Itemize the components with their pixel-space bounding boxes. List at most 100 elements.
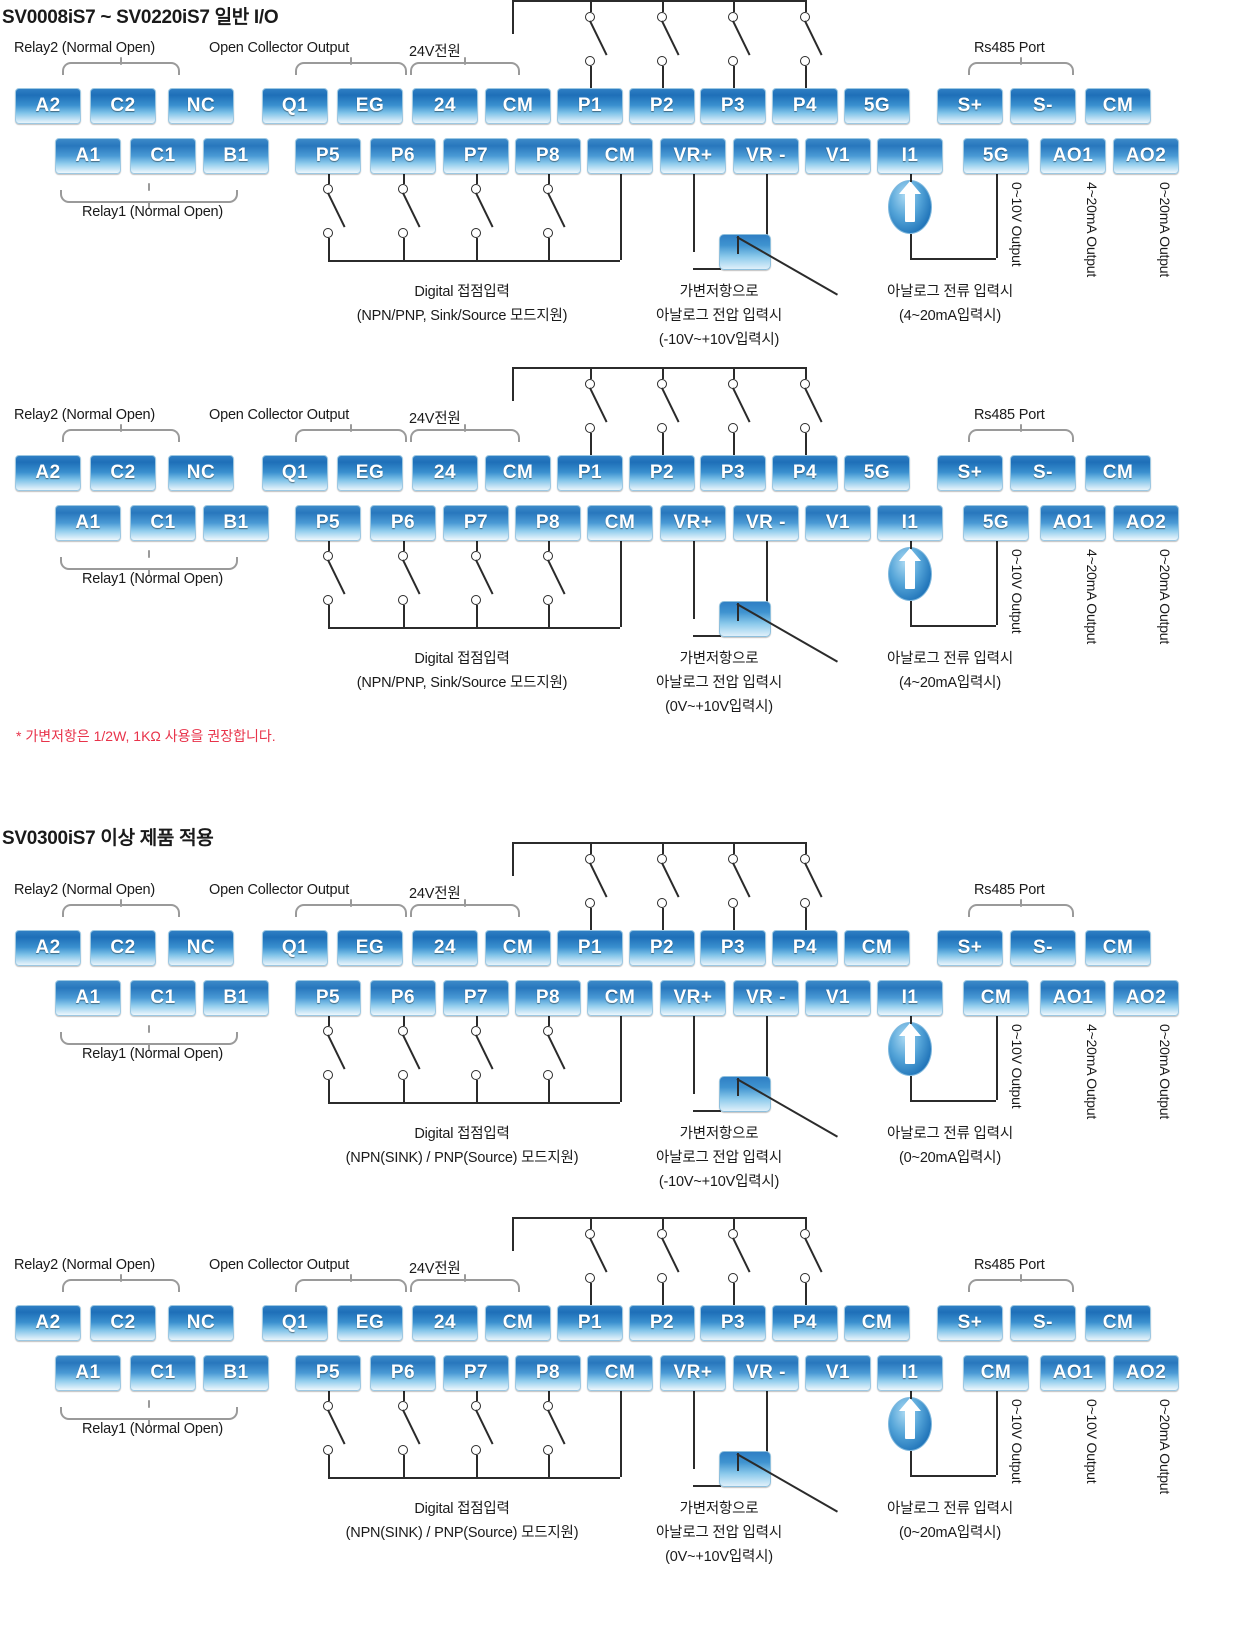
terminal-C1-bottom[interactable]: C1 xyxy=(130,980,196,1016)
terminal-5G-top[interactable]: 5G xyxy=(844,455,910,491)
terminal-A2-top[interactable]: A2 xyxy=(15,1305,81,1341)
terminal-P7-bottom[interactable]: P7 xyxy=(443,505,509,541)
terminal-CM-top[interactable]: CM xyxy=(844,1305,910,1341)
terminal-5G-bottom[interactable]: 5G xyxy=(963,138,1029,174)
terminal-VR--bottom[interactable]: VR - xyxy=(733,138,799,174)
terminal-AO1-bottom[interactable]: AO1 xyxy=(1040,138,1106,174)
terminal-CM-top[interactable]: CM xyxy=(1085,1305,1151,1341)
terminal-C1-bottom[interactable]: C1 xyxy=(130,138,196,174)
terminal-Q1-top[interactable]: Q1 xyxy=(262,455,328,491)
terminal-EG-top[interactable]: EG xyxy=(337,930,403,966)
terminal-P5-bottom[interactable]: P5 xyxy=(295,505,361,541)
terminal-S+-top[interactable]: S+ xyxy=(937,88,1003,124)
terminal-I1-bottom[interactable]: I1 xyxy=(877,1355,943,1391)
terminal-A2-top[interactable]: A2 xyxy=(15,455,81,491)
terminal-P8-bottom[interactable]: P8 xyxy=(515,505,581,541)
terminal-NC-top[interactable]: NC xyxy=(168,1305,234,1341)
terminal-C2-top[interactable]: C2 xyxy=(90,930,156,966)
terminal-V1-bottom[interactable]: V1 xyxy=(805,138,871,174)
terminal-AO2-bottom[interactable]: AO2 xyxy=(1113,980,1179,1016)
terminal-NC-top[interactable]: NC xyxy=(168,930,234,966)
terminal-A2-top[interactable]: A2 xyxy=(15,88,81,124)
terminal-P2-top[interactable]: P2 xyxy=(629,455,695,491)
terminal-A1-bottom[interactable]: A1 xyxy=(55,1355,121,1391)
terminal-P1-top[interactable]: P1 xyxy=(557,1305,623,1341)
terminal-B1-bottom[interactable]: B1 xyxy=(203,138,269,174)
terminal-VR+-bottom[interactable]: VR+ xyxy=(660,980,726,1016)
terminal-P6-bottom[interactable]: P6 xyxy=(370,1355,436,1391)
terminal-P8-bottom[interactable]: P8 xyxy=(515,138,581,174)
terminal-P7-bottom[interactable]: P7 xyxy=(443,1355,509,1391)
terminal-P2-top[interactable]: P2 xyxy=(629,1305,695,1341)
terminal-P2-top[interactable]: P2 xyxy=(629,930,695,966)
terminal-VR+-bottom[interactable]: VR+ xyxy=(660,1355,726,1391)
terminal-CM-top[interactable]: CM xyxy=(1085,88,1151,124)
terminal-24-top[interactable]: 24 xyxy=(412,88,478,124)
terminal-S+-top[interactable]: S+ xyxy=(937,930,1003,966)
terminal-AO1-bottom[interactable]: AO1 xyxy=(1040,980,1106,1016)
terminal-C2-top[interactable]: C2 xyxy=(90,455,156,491)
terminal-A2-top[interactable]: A2 xyxy=(15,930,81,966)
terminal-Q1-top[interactable]: Q1 xyxy=(262,1305,328,1341)
terminal-S--top[interactable]: S- xyxy=(1010,455,1076,491)
terminal-C2-top[interactable]: C2 xyxy=(90,1305,156,1341)
terminal-C1-bottom[interactable]: C1 xyxy=(130,1355,196,1391)
terminal-P4-top[interactable]: P4 xyxy=(772,455,838,491)
terminal-CM-bottom[interactable]: CM xyxy=(587,505,653,541)
terminal-A1-bottom[interactable]: A1 xyxy=(55,505,121,541)
terminal-CM-top[interactable]: CM xyxy=(844,930,910,966)
terminal-B1-bottom[interactable]: B1 xyxy=(203,1355,269,1391)
terminal-CM-bottom[interactable]: CM xyxy=(963,1355,1029,1391)
terminal-NC-top[interactable]: NC xyxy=(168,455,234,491)
terminal-Q1-top[interactable]: Q1 xyxy=(262,88,328,124)
terminal-P8-bottom[interactable]: P8 xyxy=(515,1355,581,1391)
terminal-P3-top[interactable]: P3 xyxy=(700,1305,766,1341)
terminal-B1-bottom[interactable]: B1 xyxy=(203,505,269,541)
terminal-P5-bottom[interactable]: P5 xyxy=(295,1355,361,1391)
terminal-S+-top[interactable]: S+ xyxy=(937,455,1003,491)
terminal-CM-top[interactable]: CM xyxy=(485,930,551,966)
terminal-P4-top[interactable]: P4 xyxy=(772,930,838,966)
terminal-B1-bottom[interactable]: B1 xyxy=(203,980,269,1016)
terminal-P4-top[interactable]: P4 xyxy=(772,1305,838,1341)
terminal-P4-top[interactable]: P4 xyxy=(772,88,838,124)
terminal-CM-bottom[interactable]: CM xyxy=(587,138,653,174)
terminal-24-top[interactable]: 24 xyxy=(412,455,478,491)
terminal-I1-bottom[interactable]: I1 xyxy=(877,138,943,174)
terminal-VR--bottom[interactable]: VR - xyxy=(733,1355,799,1391)
terminal-VR--bottom[interactable]: VR - xyxy=(733,505,799,541)
terminal-I1-bottom[interactable]: I1 xyxy=(877,980,943,1016)
terminal-CM-top[interactable]: CM xyxy=(1085,455,1151,491)
terminal-AO1-bottom[interactable]: AO1 xyxy=(1040,505,1106,541)
terminal-24-top[interactable]: 24 xyxy=(412,930,478,966)
terminal-I1-bottom[interactable]: I1 xyxy=(877,505,943,541)
terminal-CM-top[interactable]: CM xyxy=(485,88,551,124)
terminal-5G-bottom[interactable]: 5G xyxy=(963,505,1029,541)
terminal-P5-bottom[interactable]: P5 xyxy=(295,980,361,1016)
terminal-EG-top[interactable]: EG xyxy=(337,455,403,491)
terminal-S+-top[interactable]: S+ xyxy=(937,1305,1003,1341)
terminal-EG-top[interactable]: EG xyxy=(337,1305,403,1341)
terminal-P6-bottom[interactable]: P6 xyxy=(370,138,436,174)
terminal-P6-bottom[interactable]: P6 xyxy=(370,980,436,1016)
terminal-S--top[interactable]: S- xyxy=(1010,1305,1076,1341)
terminal-AO2-bottom[interactable]: AO2 xyxy=(1113,138,1179,174)
terminal-5G-top[interactable]: 5G xyxy=(844,88,910,124)
terminal-Q1-top[interactable]: Q1 xyxy=(262,930,328,966)
terminal-P3-top[interactable]: P3 xyxy=(700,455,766,491)
terminal-CM-bottom[interactable]: CM xyxy=(587,980,653,1016)
terminal-S--top[interactable]: S- xyxy=(1010,88,1076,124)
terminal-CM-bottom[interactable]: CM xyxy=(587,1355,653,1391)
terminal-P1-top[interactable]: P1 xyxy=(557,455,623,491)
terminal-C1-bottom[interactable]: C1 xyxy=(130,505,196,541)
terminal-P3-top[interactable]: P3 xyxy=(700,88,766,124)
terminal-P6-bottom[interactable]: P6 xyxy=(370,505,436,541)
terminal-AO1-bottom[interactable]: AO1 xyxy=(1040,1355,1106,1391)
terminal-CM-top[interactable]: CM xyxy=(1085,930,1151,966)
terminal-AO2-bottom[interactable]: AO2 xyxy=(1113,505,1179,541)
terminal-P3-top[interactable]: P3 xyxy=(700,930,766,966)
terminal-A1-bottom[interactable]: A1 xyxy=(55,980,121,1016)
terminal-VR+-bottom[interactable]: VR+ xyxy=(660,138,726,174)
terminal-P8-bottom[interactable]: P8 xyxy=(515,980,581,1016)
terminal-S--top[interactable]: S- xyxy=(1010,930,1076,966)
